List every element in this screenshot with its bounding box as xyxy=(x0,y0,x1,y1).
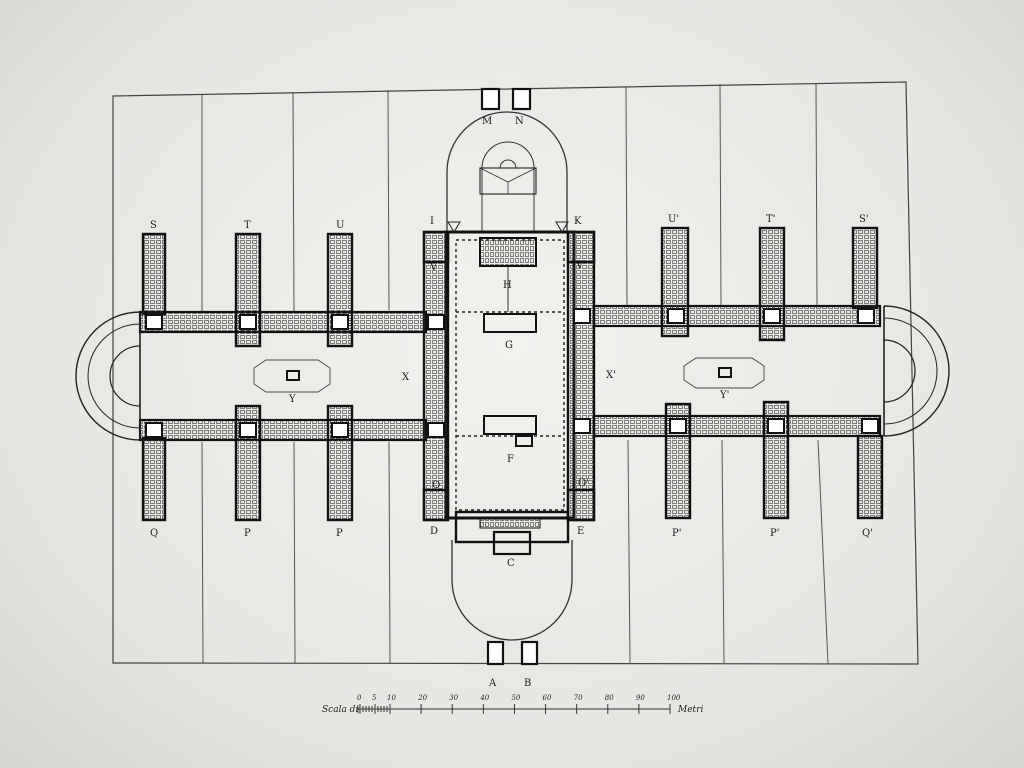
label-u: U xyxy=(336,220,344,231)
label-y: Y xyxy=(288,394,296,405)
scale-unit: Metri xyxy=(677,705,703,715)
label-s: S xyxy=(150,220,157,231)
label-t-prime: T' xyxy=(766,214,775,225)
label-x-prime: X' xyxy=(606,370,616,381)
central-flank-wings xyxy=(422,230,596,522)
label-m: M xyxy=(482,116,492,127)
scale-tick-label: 80 xyxy=(605,694,614,702)
label-p-prime-second: P' xyxy=(770,528,779,539)
scale-tick-label: 70 xyxy=(574,694,583,702)
scale-tick-label: 100 xyxy=(667,694,681,702)
label-q: Q xyxy=(150,528,158,539)
label-o-prime: O' xyxy=(578,478,589,489)
label-b: B xyxy=(524,678,531,689)
scale-tick-label: 20 xyxy=(417,694,427,702)
label-g: G xyxy=(505,340,513,351)
label-s-prime: S' xyxy=(859,214,869,225)
label-p-prime-first: P' xyxy=(672,528,681,539)
scale-tick-label: 90 xyxy=(636,694,645,702)
west-hemicycle xyxy=(75,311,141,441)
junction-blocks xyxy=(145,308,879,438)
label-k: K xyxy=(574,216,582,227)
scale-tick-label: 10 xyxy=(387,694,396,702)
scale-tick-label: 0 xyxy=(357,694,362,702)
scale-tick-label: 5 xyxy=(372,694,377,702)
scale-tick-label: 40 xyxy=(479,694,489,702)
label-p-first: P xyxy=(244,528,251,539)
label-f: F xyxy=(507,454,514,465)
central-court xyxy=(444,221,576,556)
label-t: T xyxy=(244,220,251,231)
scale-tick-label: 50 xyxy=(511,694,520,702)
scale-tick-label: 30 xyxy=(449,694,458,702)
garden-dividers xyxy=(201,82,829,665)
y-gardens xyxy=(253,357,765,393)
label-i: I xyxy=(430,216,434,227)
north-apse xyxy=(446,111,568,232)
scale-bar: 0 5 10 20 30 40 50 60 70 80 90 100 xyxy=(357,694,681,714)
label-v: V xyxy=(429,262,438,273)
east-hemicycle xyxy=(883,305,950,437)
label-d: D xyxy=(430,526,438,537)
label-y-prime: Y' xyxy=(719,390,729,401)
label-x: X xyxy=(402,372,410,383)
label-q-prime: Q' xyxy=(862,528,873,539)
label-n: N xyxy=(515,116,524,127)
label-p-second: P xyxy=(336,528,343,539)
label-h: H xyxy=(503,280,512,291)
label-a: A xyxy=(488,678,497,689)
label-o: O xyxy=(432,480,440,491)
plan-labels: A B C D E F G H I K M N X X' Y Y' V V' O… xyxy=(150,116,873,715)
south-forecourt xyxy=(451,540,573,641)
gate-lodges xyxy=(480,87,539,666)
label-e: E xyxy=(577,526,584,537)
site-boundary xyxy=(112,81,919,665)
scale-caption: Scala di xyxy=(322,705,358,715)
scale-tick-label: 60 xyxy=(543,694,552,702)
label-c: C xyxy=(507,558,515,569)
label-u-prime: U' xyxy=(668,214,679,225)
label-v-prime: V' xyxy=(575,260,586,271)
